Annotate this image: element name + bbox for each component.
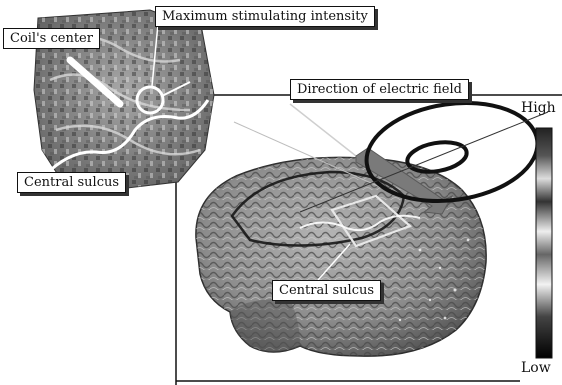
colorbar-high-label: High (521, 100, 556, 116)
central-sulcus-inset-label: Central sulcus (17, 172, 126, 193)
colorbar-low-label: Low (521, 360, 551, 376)
coil-center-label: Coil's center (3, 28, 100, 49)
max-intensity-label: Maximum stimulating intensity (155, 6, 375, 27)
central-sulcus-main-label: Central sulcus (272, 280, 381, 301)
direction-field-label: Direction of electric field (290, 79, 469, 100)
main-brain (196, 157, 486, 356)
color-scale (536, 128, 552, 358)
